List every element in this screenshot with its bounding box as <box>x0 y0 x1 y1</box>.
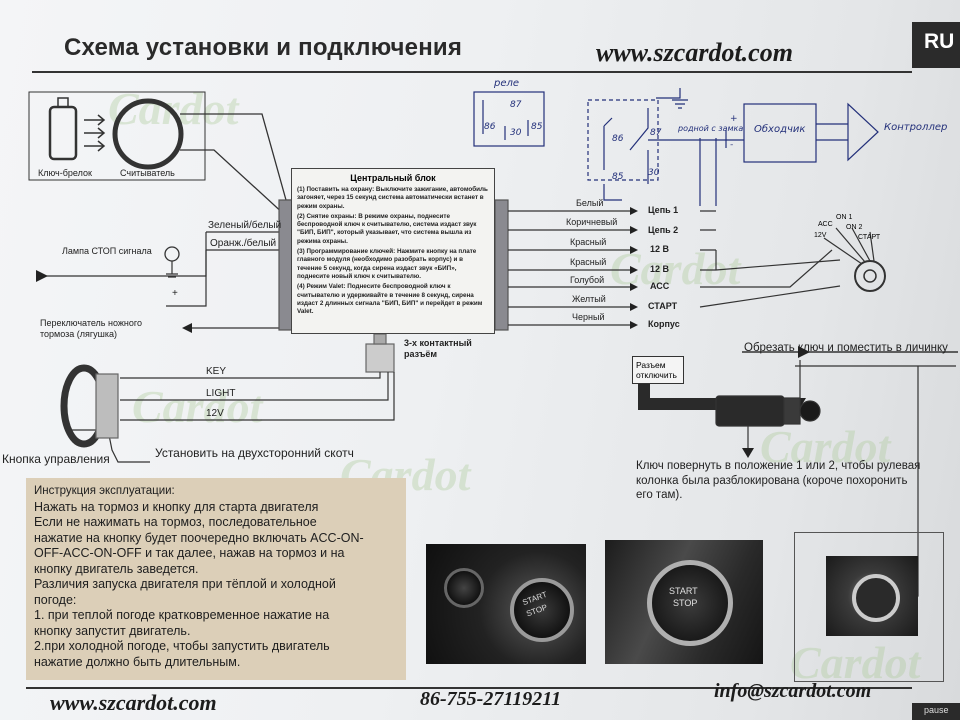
relay-sketch <box>473 88 879 206</box>
wire-label-orange-white: Оранж./белый <box>210 238 277 249</box>
wire-target-label: Корпус <box>648 319 680 329</box>
ignition-acc-label: АСС <box>818 221 833 228</box>
reader-icon <box>112 98 184 170</box>
control-button-label: Кнопка управления <box>2 452 110 466</box>
controller-label: Контроллер <box>884 122 948 133</box>
instructions-line: 2.при холодной погоде, чтобы запустить д… <box>34 639 330 653</box>
instructions-line: Инструкция эксплуатации: <box>34 485 175 497</box>
wire-target-label: СТАРТ <box>648 301 678 311</box>
minus-note: - <box>730 140 734 150</box>
relay-pin-label: 86 <box>484 122 496 132</box>
reader-label: Считыватель <box>120 168 175 178</box>
relay-note: реле <box>494 78 520 89</box>
key-cylinder-frame <box>794 532 944 682</box>
watermark: Cardot <box>132 381 263 432</box>
central-unit-item: (1) Поставить на охрану: Выключите зажиг… <box>297 186 488 210</box>
bypass-label: Обходчик <box>754 124 806 135</box>
wire-color-label: Красный <box>570 237 607 247</box>
central-unit-title: Центральный блок <box>350 173 436 183</box>
wire-target-label: Цепь 2 <box>648 225 679 235</box>
central-unit-box: Центральный блок (1) Поставить на охрану… <box>291 168 495 334</box>
key-fob-label: Ключ-брелок <box>38 168 92 178</box>
central-unit-item: (3) Программирование ключей: Нажмите кно… <box>297 248 477 280</box>
tape-label: Установить на двухсторонний скотч <box>155 446 354 460</box>
brake-switch-label: Переключатель ножного тормоза (лягушка) <box>40 318 142 339</box>
wire-target-label: 12 В <box>650 244 670 254</box>
relay2-pin-label: 86 <box>612 134 624 144</box>
footer-email: info@szcardot.com <box>714 680 872 702</box>
key-fob-icon <box>48 105 78 161</box>
wire-label-green-white: Зеленый/белый <box>208 220 282 231</box>
instructions-line: OFF-ACC-ON-OFF и так далее, нажав на тор… <box>34 546 345 560</box>
start-stop-photo: START STOP <box>605 540 763 664</box>
instructions-line: кнопку двигатель заведется. <box>34 561 199 576</box>
footer-website: www.szcardot.com <box>50 690 217 715</box>
ignition-switch-icon <box>854 260 886 292</box>
watermark: Cardot <box>760 421 891 472</box>
relay-pin-label: 85 <box>531 122 543 132</box>
plus-note: + <box>730 114 738 124</box>
wire-target-label: АСС <box>650 281 670 291</box>
footer-phone: 86-755-27119211 <box>420 688 562 710</box>
instructions-line: Нажать на тормоз и кнопку для старта дви… <box>34 499 319 514</box>
wire-label-light: LIGHT <box>206 388 236 399</box>
instructions-line: Если не нажимать на тормоз, последовател… <box>34 515 317 529</box>
wire-color-label: Красный <box>570 257 607 267</box>
relay-pin-label: 87 <box>510 100 522 110</box>
wire-target-label: 12 В <box>650 264 670 274</box>
brake-lamp-label: Лампа СТОП сигнала <box>62 246 152 256</box>
relay2-pin-label: 30 <box>648 168 660 178</box>
instructions-line: погоде: <box>34 592 77 607</box>
wire-color-label: Черный <box>572 312 605 322</box>
ignition-12v-label: 12V <box>814 232 827 239</box>
central-unit-item: (2) Снятие охраны: В режиме охраны, подн… <box>297 212 477 245</box>
pause-key: pause <box>912 703 960 720</box>
ignition-on1-label: ON 1 <box>836 214 853 221</box>
start-button-photo: START STOP <box>426 544 586 664</box>
connector-label: 3-х контактный разъём <box>404 338 472 359</box>
cut-key-label: Обрезать ключ и поместить в личинку <box>744 342 948 354</box>
relay2-pin-label: 87 <box>650 128 662 138</box>
relay2-pin-label: 85 <box>612 172 624 182</box>
key-position-note: Ключ повернуть в положение 1 или 2, чтоб… <box>636 460 921 501</box>
wire-color-label: Желтый <box>572 294 606 304</box>
ignition-start-label: СТАРТ <box>858 234 881 241</box>
wire-color-label: Коричневый <box>566 217 618 227</box>
wire-label-12v: 12V <box>206 408 224 419</box>
wire-note: родной с замка <box>678 124 744 133</box>
brake-lamp-icon <box>164 246 180 262</box>
central-unit-item: (4) Режим Valet: Поднесите беспроводной … <box>297 283 483 316</box>
watermark: Cardot <box>790 637 921 688</box>
instructions-line: нажатие должно быть длительным. <box>34 654 241 669</box>
instructions-box: Инструкция эксплуатации: Нажать на тормо… <box>26 478 406 680</box>
plug-disconnect-label: Разъем отключить <box>632 356 684 384</box>
wire-color-label: Голубой <box>570 275 605 285</box>
instructions-line: кнопку запустит двигатель. <box>34 623 191 638</box>
wire-label-key: KEY <box>206 366 227 377</box>
instructions-line: Различия запуска двигателя при тёплой и … <box>34 577 336 591</box>
wire-target-label: Цепь 1 <box>648 205 679 215</box>
instructions-line: 1. при теплой погоде кратковременное наж… <box>34 608 330 622</box>
relay-pin-label: 30 <box>510 128 522 138</box>
key-cylinder-photo <box>826 556 918 636</box>
header-website: www.szcardot.com <box>596 38 793 67</box>
photo-stop-text: STOP <box>673 598 698 608</box>
photo-start-text: START <box>669 586 698 596</box>
wire-color-label: Белый <box>576 198 604 208</box>
page-title: Схема установки и подключения <box>64 34 463 61</box>
plus-label: + <box>172 288 178 299</box>
instructions-line: нажатие на кнопку будет поочередно включ… <box>34 530 364 545</box>
fob-reader-frame <box>28 91 206 181</box>
ignition-on2-label: ON 2 <box>846 224 863 231</box>
language-badge: RU <box>912 22 960 68</box>
